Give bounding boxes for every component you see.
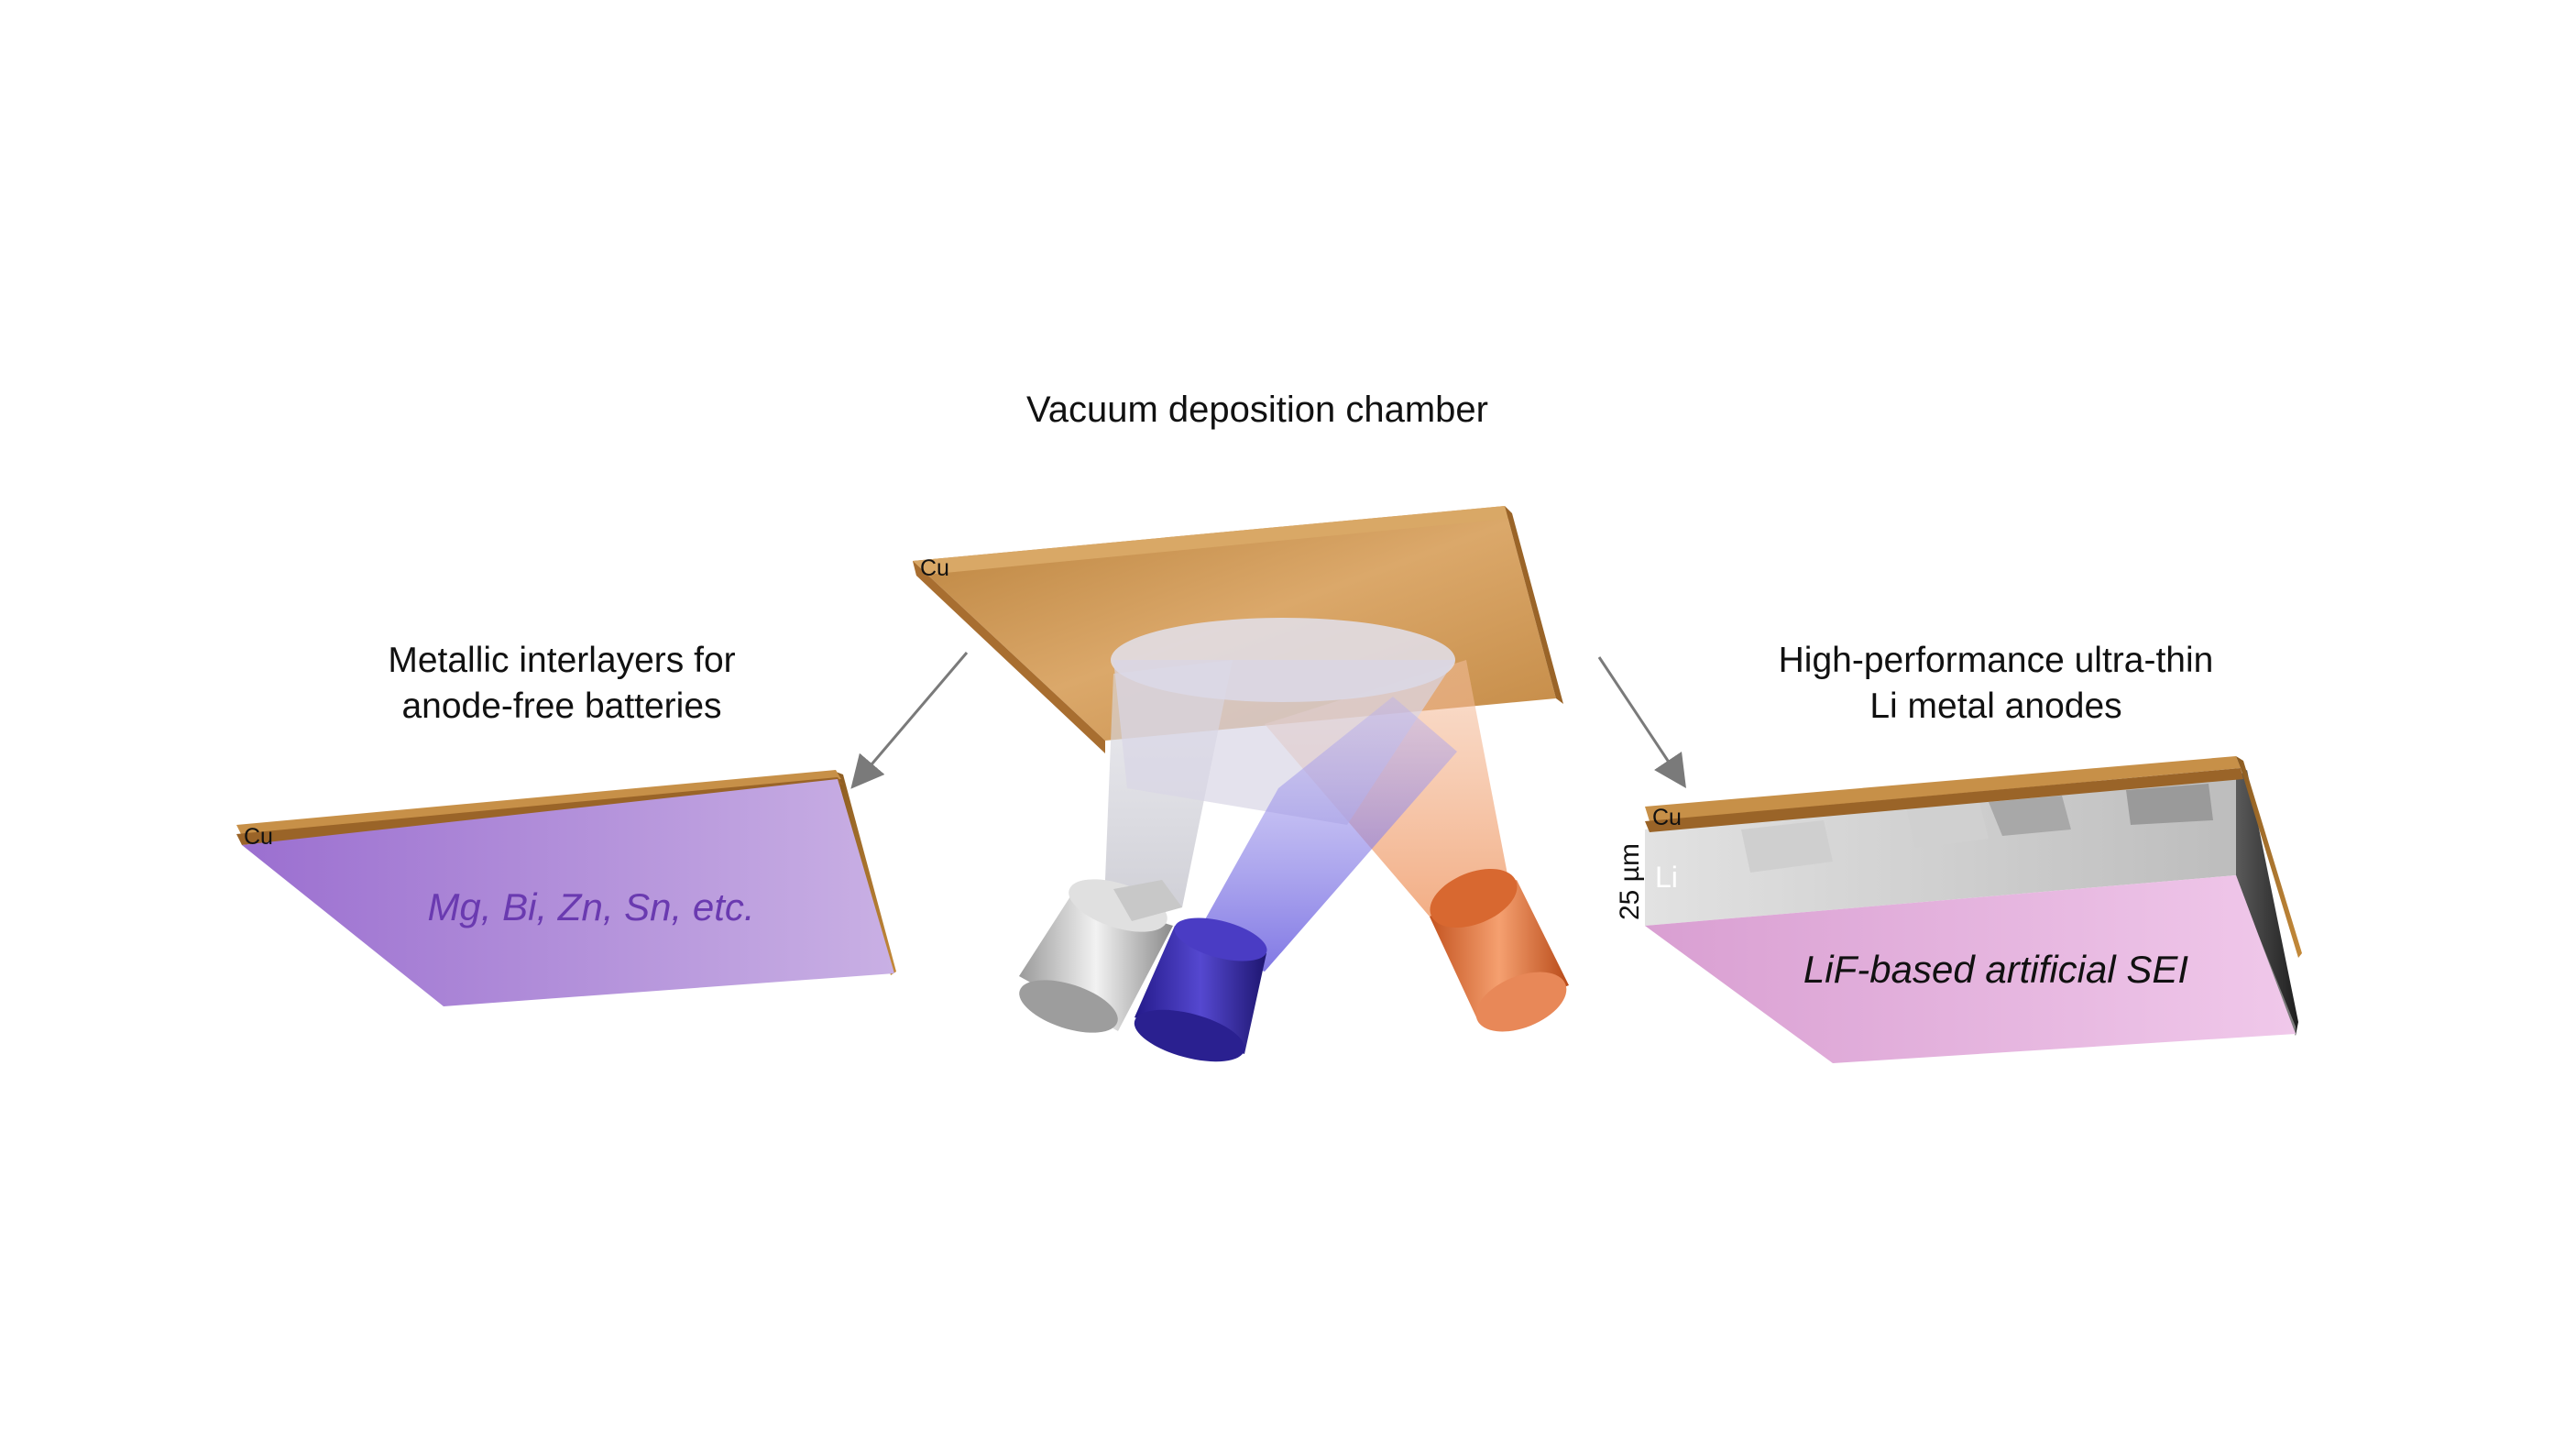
left-coating <box>242 779 894 1006</box>
thickness-label: 25 µm <box>1615 843 1645 920</box>
right-panel: High-performance ultra-thin Li metal ano… <box>1615 641 2302 1063</box>
right-coating <box>1645 875 2296 1063</box>
left-panel: Metallic interlayers for anode-free batt… <box>236 641 896 1006</box>
right-cu-label: Cu <box>1652 805 1682 830</box>
right-coating-label: LiF-based artificial SEI <box>1803 948 2188 991</box>
blue-beam <box>1191 697 1457 972</box>
center-cu-label: Cu <box>920 555 949 581</box>
right-side-face <box>2236 770 2298 1036</box>
right-li-layer <box>1645 777 2236 926</box>
center-panel: Cu <box>913 506 1569 1062</box>
arrow-left <box>850 652 969 789</box>
left-cu-label: Cu <box>244 824 273 850</box>
left-coating-label: Mg, Bi, Zn, Sn, etc. <box>427 885 754 928</box>
arrow-right <box>1597 656 1686 788</box>
left-caption-line1: Metallic interlayers for <box>388 641 735 680</box>
right-cu-strip <box>1645 756 2241 821</box>
chamber-title: Vacuum deposition chamber <box>1026 390 1488 430</box>
orange-source-icon <box>1430 868 1569 1032</box>
blue-source-icon <box>1134 917 1267 1062</box>
left-cu-strip <box>236 770 841 836</box>
right-caption-line2: Li metal anodes <box>1869 687 2121 726</box>
left-cu-side <box>836 772 896 975</box>
right-li-label: Li <box>1655 861 1678 894</box>
silver-source-icon <box>1019 879 1182 1033</box>
right-caption-line1: High-performance ultra-thin <box>1779 641 2214 680</box>
left-caption-line2: anode-free batteries <box>401 687 721 726</box>
